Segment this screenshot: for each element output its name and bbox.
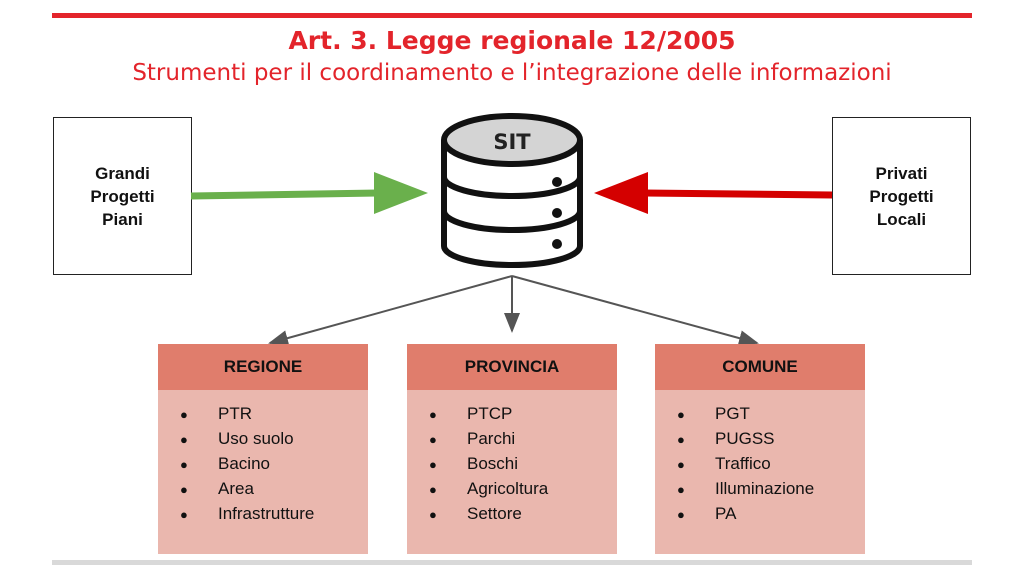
- bullet-icon: ●: [429, 457, 437, 472]
- entity-list: ●PGT ●PUGSS ●Traffico ●Illuminazione ●PA: [655, 390, 865, 527]
- bullet-icon: ●: [677, 407, 685, 422]
- list-item: ●Settore: [429, 502, 617, 527]
- list-item: ●Uso suolo: [180, 427, 368, 452]
- page-title: Art. 3. Legge regionale 12/2005: [288, 26, 736, 55]
- entity-provincia: PROVINCIA ●PTCP ●Parchi ●Boschi ●Agricol…: [407, 344, 617, 554]
- entity-regione: REGIONE ●PTR ●Uso suolo ●Bacino ●Area ●I…: [158, 344, 368, 554]
- bullet-icon: ●: [677, 432, 685, 447]
- bullet-icon: ●: [180, 432, 188, 447]
- box-line: Locali: [876, 209, 927, 229]
- top-rule: [52, 13, 972, 18]
- bullet-icon: ●: [429, 507, 437, 522]
- list-item: ●Infrastrutture: [180, 502, 368, 527]
- box-line: Grandi: [95, 163, 150, 183]
- grandi-progetti-box: Grandi Progetti Piani: [53, 117, 192, 275]
- entity-comune: COMUNE ●PGT ●PUGSS ●Traffico ●Illuminazi…: [655, 344, 865, 554]
- bullet-icon: ●: [429, 432, 437, 447]
- bullet-icon: ●: [180, 457, 188, 472]
- privati-progetti-box: Privati Progetti Locali: [832, 117, 971, 275]
- list-item: ●PTCP: [429, 402, 617, 427]
- entity-title: COMUNE: [655, 344, 865, 390]
- connector-comune: [511, 275, 759, 346]
- list-item: ●Bacino: [180, 452, 368, 477]
- bullet-icon: ●: [677, 457, 685, 472]
- green-arrow: [190, 172, 428, 214]
- entity-title: PROVINCIA: [407, 344, 617, 390]
- connector-regione: [268, 275, 513, 346]
- bullet-icon: ●: [677, 507, 685, 522]
- bullet-icon: ●: [180, 407, 188, 422]
- list-item: ●PTR: [180, 402, 368, 427]
- list-item: ●PA: [677, 502, 865, 527]
- entity-title: REGIONE: [158, 344, 368, 390]
- bullet-icon: ●: [429, 407, 437, 422]
- bullet-icon: ●: [677, 482, 685, 497]
- bottom-rule: [52, 560, 972, 565]
- database-icon: [441, 113, 583, 268]
- list-item: ●Area: [180, 477, 368, 502]
- entity-list: ●PTCP ●Parchi ●Boschi ●Agricoltura ●Sett…: [407, 390, 617, 527]
- bullet-icon: ●: [429, 482, 437, 497]
- list-item: ●Agricoltura: [429, 477, 617, 502]
- box-line: Privati: [875, 163, 928, 183]
- red-arrow: [594, 172, 833, 214]
- entity-list: ●PTR ●Uso suolo ●Bacino ●Area ●Infrastru…: [158, 390, 368, 527]
- list-item: ●Parchi: [429, 427, 617, 452]
- list-item: ●Traffico: [677, 452, 865, 477]
- list-item: ●PGT: [677, 402, 865, 427]
- bullet-icon: ●: [180, 482, 188, 497]
- list-item: ●PUGSS: [677, 427, 865, 452]
- bullet-icon: ●: [180, 507, 188, 522]
- page-subtitle: Strumenti per il coordinamento e l’integ…: [132, 60, 892, 86]
- list-item: ●Illuminazione: [677, 477, 865, 502]
- box-line: Progetti: [90, 186, 155, 206]
- list-item: ●Boschi: [429, 452, 617, 477]
- box-line: Progetti: [869, 186, 934, 206]
- box-line: Piani: [102, 209, 143, 229]
- sit-label: SIT: [493, 130, 531, 154]
